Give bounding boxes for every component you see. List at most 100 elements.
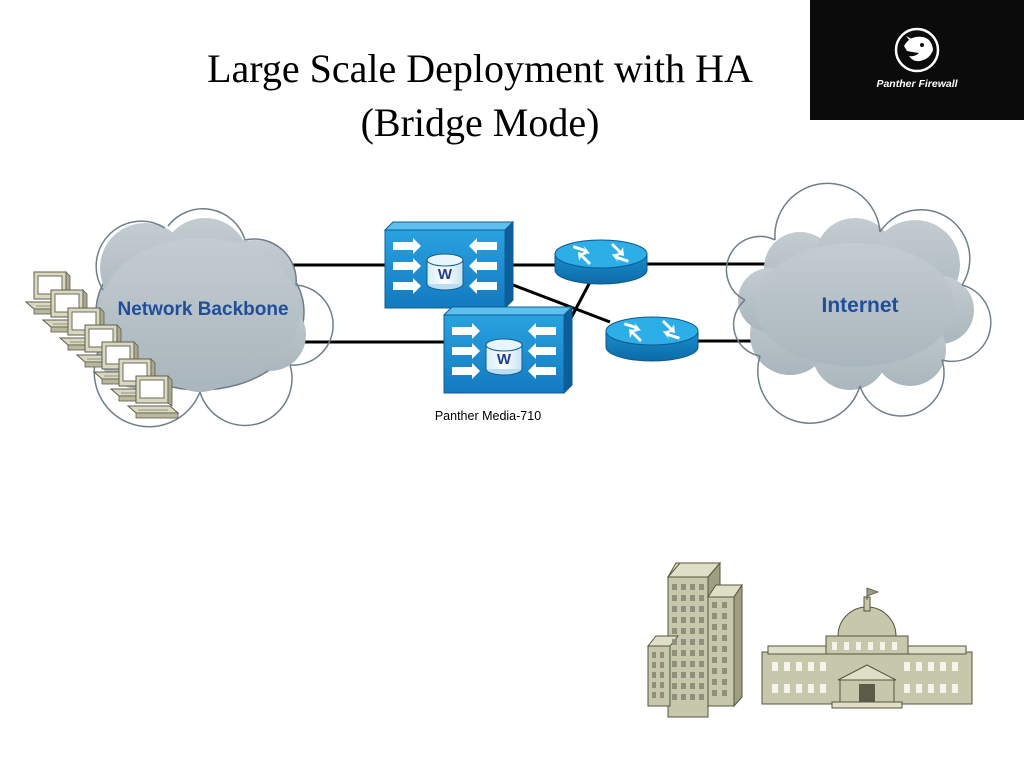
building-window (892, 642, 897, 650)
building-window (672, 694, 677, 700)
building-window (660, 682, 664, 688)
building-window (672, 683, 677, 689)
building-window (856, 642, 861, 650)
brand-logo: Panther Firewall (810, 0, 1024, 120)
building-window (652, 692, 656, 698)
building-window (784, 684, 790, 693)
building-window (844, 642, 849, 650)
network-backbone-label: Network Backbone (117, 299, 288, 320)
building-window (660, 652, 664, 658)
building-window (722, 602, 727, 608)
building-window (652, 682, 656, 688)
building-window (868, 642, 873, 650)
building-window (699, 661, 704, 667)
building-window (699, 584, 704, 590)
building-window (832, 642, 837, 650)
building-window (690, 617, 695, 623)
building-window (808, 662, 814, 671)
building-window (672, 606, 677, 612)
building-window (940, 662, 946, 671)
building-window (772, 684, 778, 693)
slide-title: Large Scale Deployment with HA (Bridge M… (130, 42, 830, 150)
building-window (690, 606, 695, 612)
panther-appliance-secondary: W (443, 306, 573, 394)
building-window (681, 606, 686, 612)
building-window (722, 613, 727, 619)
building-window (690, 661, 695, 667)
building-window (722, 679, 727, 685)
building-window (820, 684, 826, 693)
building-window (681, 617, 686, 623)
building-window (952, 684, 958, 693)
building-window (808, 684, 814, 693)
building-window (681, 683, 686, 689)
building-window (681, 661, 686, 667)
building-window (712, 624, 717, 630)
building-window (699, 694, 704, 700)
building-window (722, 635, 727, 641)
building-window (672, 650, 677, 656)
building-window (672, 595, 677, 601)
building-window (690, 639, 695, 645)
workstation-icon (127, 375, 179, 419)
building-window (681, 628, 686, 634)
building-window (681, 639, 686, 645)
building-window (722, 657, 727, 663)
building-window (722, 624, 727, 630)
building-window (699, 606, 704, 612)
building-window (916, 662, 922, 671)
building-window (699, 672, 704, 678)
router-icon (605, 316, 699, 362)
building-window (904, 684, 910, 693)
appliance-caption: Panther Media-710 (435, 409, 541, 423)
panther-appliance-primary: W (384, 221, 514, 309)
building-window (712, 635, 717, 641)
building-window (904, 662, 910, 671)
building-window (690, 584, 695, 590)
building-window (722, 690, 727, 696)
building-window (672, 617, 677, 623)
panther-head-icon (894, 27, 940, 73)
building-window (672, 639, 677, 645)
building-window (916, 684, 922, 693)
building-window (681, 584, 686, 590)
building-window (699, 650, 704, 656)
building-window (722, 646, 727, 652)
building-window (928, 662, 934, 671)
building-window (660, 672, 664, 678)
building-window (652, 662, 656, 668)
building-window (796, 684, 802, 693)
building-window (712, 690, 717, 696)
building-window (672, 584, 677, 590)
internet-cloud: Internet (725, 182, 992, 424)
building-window (652, 672, 656, 678)
building-window (712, 646, 717, 652)
building-window (699, 639, 704, 645)
building-window (690, 628, 695, 634)
link-appliance-1-to-router-2 (507, 281, 611, 324)
building-window (690, 683, 695, 689)
building-window (712, 668, 717, 674)
building-window (681, 650, 686, 656)
building-window (952, 662, 958, 671)
building-window (880, 642, 885, 650)
building-window (699, 595, 704, 601)
building-window (772, 662, 778, 671)
building-window (699, 617, 704, 623)
connection-lines (290, 262, 770, 344)
router-icon (554, 239, 648, 285)
building-window (820, 662, 826, 671)
appliance-badge: W (497, 351, 512, 368)
building-window (681, 672, 686, 678)
slide-title-line-1: Large Scale Deployment with HA (207, 46, 753, 91)
building-window (784, 662, 790, 671)
building-window (699, 683, 704, 689)
building-window (690, 694, 695, 700)
building-window (690, 672, 695, 678)
building-window (690, 650, 695, 656)
government-building-icon (761, 587, 973, 709)
network-backbone-cloud: Network Backbone (93, 208, 334, 428)
building-window (712, 657, 717, 663)
building-window (699, 628, 704, 634)
